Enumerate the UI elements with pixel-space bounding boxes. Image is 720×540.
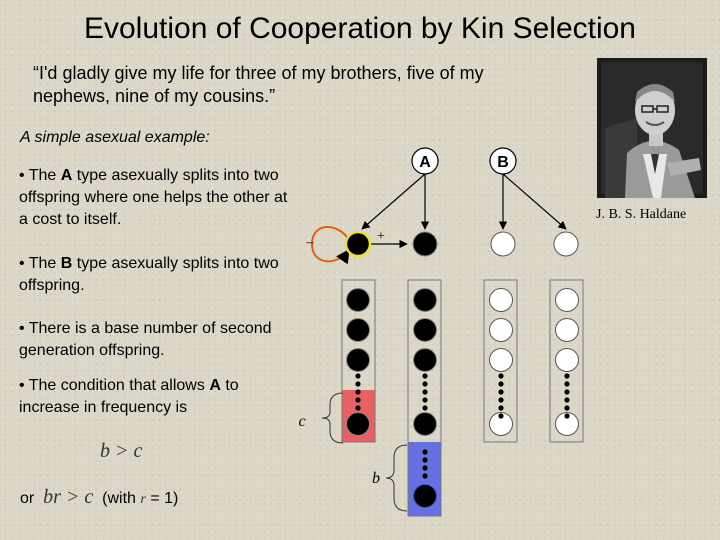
photo-caption: J. B. S. Haldane — [596, 207, 687, 222]
ellipsis-dot-helper — [355, 413, 361, 419]
bullet-base-number: • There is a base number of second gener… — [19, 320, 272, 359]
benefit-label: b — [372, 470, 380, 487]
relatedness-formula: br > c — [43, 486, 94, 508]
with-note-suffix: = 1) — [150, 490, 179, 507]
bullet-b-prefix: • The — [19, 255, 61, 272]
with-note-prefix: (with — [102, 490, 136, 507]
ellipsis-dot-b2 — [564, 373, 570, 379]
self-cost-loop — [310, 226, 350, 265]
offspring-b1-4 — [489, 412, 513, 436]
ellipsis-dot-helper — [355, 405, 361, 411]
offspring-recipient-4 — [413, 412, 437, 436]
bullet-a-prefix: • The — [19, 167, 61, 184]
ellipsis-dot-benefit — [422, 457, 428, 463]
haldane-photo — [597, 58, 707, 198]
bullet-a-type: • The A type asexually splits into two o… — [19, 165, 289, 231]
ellipsis-dot-helper — [355, 381, 361, 387]
offspring-b2-3 — [555, 348, 579, 372]
offspring-recipient-3 — [413, 348, 437, 372]
ellipsis-dot-b2 — [564, 413, 570, 419]
helper-offspring — [344, 230, 372, 258]
slide-title: Evolution of Cooperation by Kin Selectio… — [83, 12, 636, 45]
bullet-b-bold: B — [60, 255, 73, 272]
ellipsis-dot-b2 — [564, 397, 570, 403]
column-box-3 — [483, 279, 518, 443]
ellipsis-dot-b1 — [498, 373, 504, 379]
offspring-b2-4 — [555, 412, 579, 436]
ellipsis-dot-b2 — [564, 381, 570, 387]
bullet-condition-bold: A — [209, 377, 221, 394]
ellipsis-dot-b2 — [564, 405, 570, 411]
benefit-brace — [385, 444, 408, 512]
b-offspring-2 — [553, 231, 579, 257]
ellipsis-dot-recipient — [422, 397, 428, 403]
bullet-condition-suffix: to increase in frequency is — [19, 377, 239, 416]
offspring-b1-1 — [489, 288, 513, 312]
ellipsis-dot-b1 — [498, 381, 504, 387]
type-b-label: B — [497, 154, 509, 171]
ellipsis-dot-benefit — [422, 473, 428, 479]
offspring-b2-1 — [555, 288, 579, 312]
ellipsis-dot-b1 — [498, 413, 504, 419]
minus-sign: – — [306, 235, 315, 250]
type-a-label: A — [419, 154, 431, 171]
ellipsis-dot-helper — [355, 373, 361, 379]
column-box-1 — [341, 279, 376, 443]
subtitle: A simple asexual example: — [20, 129, 210, 146]
offspring-recipient-1 — [413, 288, 437, 312]
plus-sign: + — [377, 229, 385, 244]
cost-label: c — [298, 413, 305, 430]
ellipsis-dot-recipient — [422, 373, 428, 379]
offspring-helper-2 — [346, 318, 370, 342]
offspring-b1-3 — [489, 348, 513, 372]
haldane-quote: “I'd gladly give my life for three of my… — [33, 63, 484, 106]
second-generation — [346, 288, 579, 508]
recipient-offspring — [412, 231, 438, 257]
relatedness-condition: or br > c (with r = 1) — [20, 486, 178, 509]
offspring-b2-2 — [555, 318, 579, 342]
bullet-condition-prefix: • The condition that allows — [19, 377, 210, 394]
ellipsis-dot-b2 — [564, 389, 570, 395]
ellipsis-dot-recipient — [422, 405, 428, 411]
bullet-a-bold: A — [60, 167, 73, 184]
ellipsis-dot-b1 — [498, 405, 504, 411]
ellipsis-dot-helper — [355, 397, 361, 403]
arrow-a-to-helper — [361, 173, 426, 230]
ellipsis-dot-benefit — [422, 465, 428, 471]
offspring-helper-4 — [346, 412, 370, 436]
cost-brace — [321, 392, 344, 444]
offspring-recipient-6 — [413, 484, 437, 508]
ellipsis-dot-helper — [355, 389, 361, 395]
column-box-2 — [407, 279, 442, 517]
condition-formula: b > c — [100, 440, 143, 462]
ellipsis-dot-recipient — [422, 389, 428, 395]
ellipsis-dot-benefit — [422, 449, 428, 455]
b-offspring-1 — [490, 231, 516, 257]
ellipsis-dot-recipient — [422, 413, 428, 419]
ellipsis-dot-b1 — [498, 397, 504, 403]
bullet-b-suffix: type asexually splits into two offspring… — [19, 255, 279, 294]
with-note-var: r — [140, 492, 146, 507]
offspring-helper-1 — [346, 288, 370, 312]
offspring-helper-3 — [346, 348, 370, 372]
offspring-b1-2 — [489, 318, 513, 342]
or-word: or — [20, 490, 35, 507]
bullet-b-type: • The B type asexually splits into two o… — [19, 253, 289, 297]
ellipsis-dot-b1 — [498, 389, 504, 395]
offspring-recipient-2 — [413, 318, 437, 342]
column-box-4 — [549, 279, 584, 443]
bullet-condition: • The condition that allows A to increas… — [19, 375, 289, 419]
ellipsis-dot-recipient — [422, 381, 428, 387]
arrow-b-to-offspring-2 — [502, 173, 567, 230]
bullet-a-suffix: type asexually splits into two offspring… — [19, 167, 288, 228]
